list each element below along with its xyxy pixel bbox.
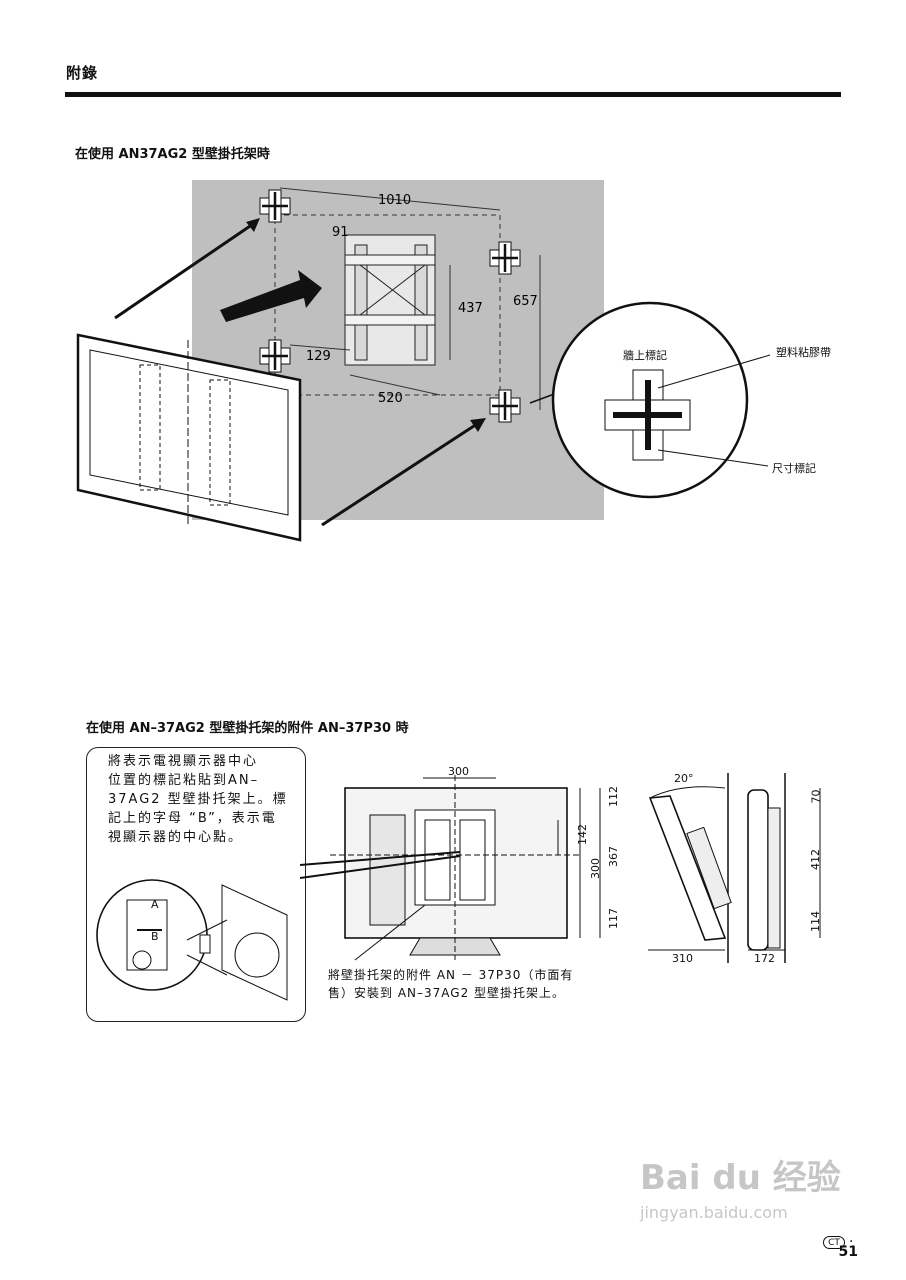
section1-title: 在使用 AN37AG2 型壁掛托架時 xyxy=(75,147,270,162)
marker-letter-b: B xyxy=(151,930,159,943)
watermark-url: jingyan.baidu.com xyxy=(640,1203,788,1222)
callout-wall-mark: 牆上標記 xyxy=(623,349,667,362)
wall-mark-bl xyxy=(259,339,291,373)
dim-657: 657 xyxy=(513,294,538,309)
header-rule xyxy=(65,92,841,97)
tv-side-diagram xyxy=(648,773,821,963)
dim-129: 129 xyxy=(306,349,331,364)
note-line: 將表示電視顯示器中心 xyxy=(108,754,259,769)
note-text: 將表示電視顯示器中心 位置的標記粘貼到AN– 37AG2 型壁掛托架上。標 記上… xyxy=(108,752,298,847)
dimension-lines xyxy=(279,187,541,410)
dim-h114: 114 xyxy=(809,911,822,932)
marker-letter-a: A xyxy=(151,898,159,911)
watermark-brand: Bai du 经验 xyxy=(640,1158,841,1198)
dim-h117: 117 xyxy=(607,908,620,929)
section2-title: 在使用 AN–37AG2 型壁掛托架的附件 AN–37P30 時 xyxy=(86,721,409,736)
wall-mount-diagram: 1010 91 657 437 129 520 xyxy=(76,180,771,542)
note-line: 位置的標記粘貼到AN– xyxy=(108,773,260,788)
dim-h367: 367 xyxy=(607,846,620,867)
page-header-title: 附錄 xyxy=(66,64,99,82)
bracket-caption: 將壁掛托架的附件 AN － 37P30（市面有 售）安裝到 AN–37AG2 型… xyxy=(328,966,598,1002)
bracket xyxy=(344,234,436,366)
wall-mark-br xyxy=(489,389,521,423)
callout-size-mark: 尺寸標記 xyxy=(772,462,816,475)
dim-310: 310 xyxy=(672,952,693,965)
note-line: 37AG2 型壁掛托架上。標 xyxy=(108,792,288,807)
baidu-watermark: Bai du 经验 jingyan.baidu.com xyxy=(640,1150,860,1240)
page-number: 51 xyxy=(838,1244,858,1260)
dim-w300: 300 xyxy=(448,765,469,778)
arrow-lower xyxy=(321,420,481,527)
dim-172: 172 xyxy=(754,952,775,965)
ct-language-mark: CT xyxy=(823,1236,845,1249)
tv-rear-diagram xyxy=(300,775,601,961)
wall-mark-tr xyxy=(489,241,521,275)
dim-1010: 1010 xyxy=(378,193,411,208)
footer-separator: · xyxy=(849,1234,854,1250)
caption-line: 售）安裝到 AN–37AG2 型壁掛托架上。 xyxy=(328,986,566,1000)
push-arrow xyxy=(220,270,322,322)
callout-tape: 塑料粘膠帶 xyxy=(776,346,831,359)
caption-line: 將壁掛托架的附件 AN － 37P30（市面有 xyxy=(328,968,574,982)
wall-mark-tl xyxy=(259,189,291,223)
dim-h412: 412 xyxy=(809,849,822,870)
dim-h300: 300 xyxy=(589,858,602,879)
dim-h142: 142 xyxy=(576,824,589,845)
note-box xyxy=(86,747,306,1022)
dim-437: 437 xyxy=(458,301,483,316)
dim-angle: 20° xyxy=(674,772,694,785)
dim-91: 91 xyxy=(332,225,349,240)
dim-520: 520 xyxy=(378,391,403,406)
label-sticker-diagram xyxy=(96,879,288,1001)
tv-set xyxy=(76,333,302,542)
arrow-upper xyxy=(114,220,257,320)
note-line: 記上的字母 “B”，表示電 xyxy=(108,811,277,826)
dim-h70: 70 xyxy=(809,789,823,804)
dim-h112: 112 xyxy=(607,786,620,807)
note-line: 視顯示器的中心點。 xyxy=(108,830,244,845)
